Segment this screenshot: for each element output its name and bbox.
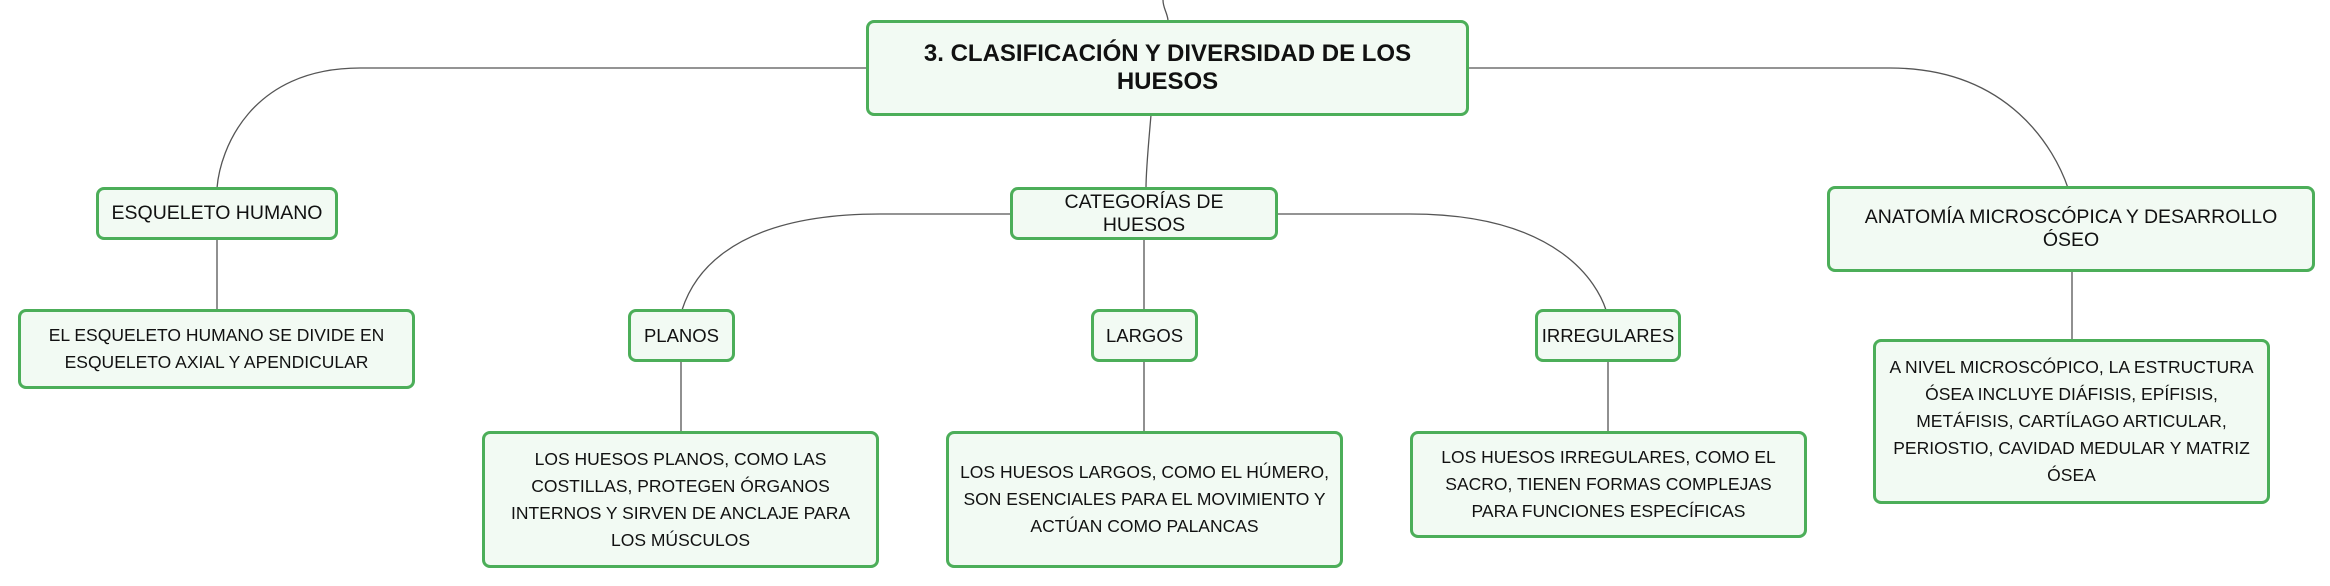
planos-label: PLANOS xyxy=(643,324,720,346)
anatomia-node[interactable]: ANATOMÍA MICROSCÓPICA Y DESARROLLO ÓSEO xyxy=(1827,186,2315,272)
categorias-node[interactable]: CATEGORÍAS DE HUESOS xyxy=(1010,187,1278,240)
largos-detail-text: LOS HUESOS LARGOS, COMO EL HÚMERO, SON E… xyxy=(960,462,1329,536)
esqueleto-detail-text: EL ESQUELETO HUMANO SE DIVIDE EN ESQUELE… xyxy=(48,325,385,372)
irregulares-detail-node[interactable]: LOS HUESOS IRREGULARES, COMO EL SACRO, T… xyxy=(1410,431,1807,538)
root-label: 3. CLASIFICACIÓN Y DIVERSIDAD DE LOS HUE… xyxy=(923,40,1412,95)
irregulares-detail-text: LOS HUESOS IRREGULARES, COMO EL SACRO, T… xyxy=(1441,447,1776,521)
esqueleto-detail-node[interactable]: EL ESQUELETO HUMANO SE DIVIDE EN ESQUELE… xyxy=(18,309,415,389)
anatomia-label: ANATOMÍA MICROSCÓPICA Y DESARROLLO ÓSEO xyxy=(1864,206,2278,251)
connector-root-to-esqueleto xyxy=(216,67,866,189)
connector-categorias-to-irregulares xyxy=(1276,213,1607,311)
anatomia-detail-node[interactable]: A NIVEL MICROSCÓPICO, LA ESTRUCTURA ÓSEA… xyxy=(1873,339,2270,504)
irregulares-label: IRREGULARES xyxy=(1541,324,1675,346)
connector-parent-to-root xyxy=(1162,0,1169,21)
planos-node[interactable]: PLANOS xyxy=(628,309,735,362)
anatomia-detail-text: A NIVEL MICROSCÓPICO, LA ESTRUCTURA ÓSEA… xyxy=(1889,357,2254,485)
planos-detail-text: LOS HUESOS PLANOS, COMO LAS COSTILLAS, P… xyxy=(510,448,851,550)
irregulares-node[interactable]: IRREGULARES xyxy=(1535,309,1681,362)
esqueleto-humano-node[interactable]: ESQUELETO HUMANO xyxy=(96,187,338,240)
categorias-label: CATEGORÍAS DE HUESOS xyxy=(1064,190,1224,236)
root-node[interactable]: 3. CLASIFICACIÓN Y DIVERSIDAD DE LOS HUE… xyxy=(866,20,1469,116)
largos-node[interactable]: LARGOS xyxy=(1091,309,1198,362)
connector-root-to-anatomia xyxy=(1467,67,2069,189)
largos-detail-node[interactable]: LOS HUESOS LARGOS, COMO EL HÚMERO, SON E… xyxy=(946,431,1343,568)
connector-categorias-to-planos xyxy=(681,213,1012,311)
planos-detail-node[interactable]: LOS HUESOS PLANOS, COMO LAS COSTILLAS, P… xyxy=(482,431,879,568)
esqueleto-humano-label: ESQUELETO HUMANO xyxy=(111,202,323,224)
connector-root-to-categorias xyxy=(1145,114,1152,189)
largos-label: LARGOS xyxy=(1105,324,1184,346)
